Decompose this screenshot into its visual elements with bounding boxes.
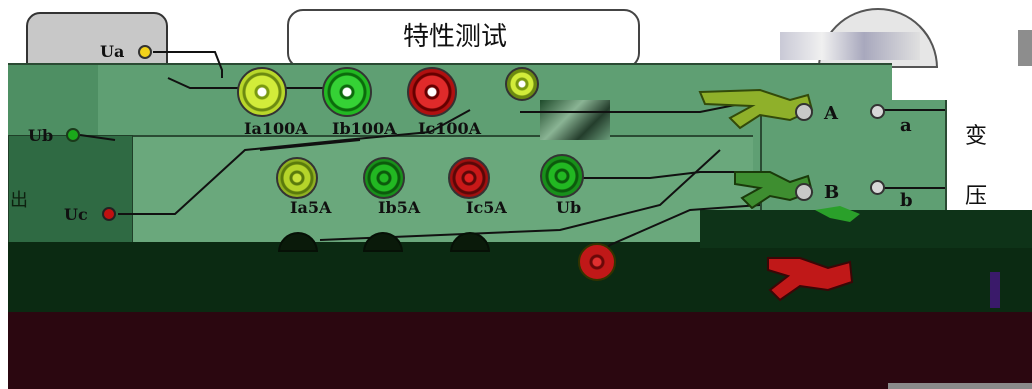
ib5a-label: Ib5A <box>378 198 421 217</box>
ub-input-terminal[interactable] <box>540 154 584 198</box>
terminal-B[interactable] <box>795 183 813 201</box>
ib100a-terminal[interactable] <box>322 67 372 117</box>
lower-red-terminal[interactable] <box>578 243 616 281</box>
ia5a-label: Ia5A <box>290 198 332 217</box>
primary-B-label: B <box>824 182 840 203</box>
ub-input-label: Ub <box>556 198 582 217</box>
maroon-band <box>8 312 1032 389</box>
secondary-a-label: a <box>900 115 912 136</box>
ib5a-terminal[interactable] <box>363 157 405 199</box>
terminal-A[interactable] <box>795 103 813 121</box>
terminal-b[interactable] <box>870 180 885 195</box>
ua-label: Ua <box>100 42 125 61</box>
ia100a-label: Ia100A <box>244 119 308 138</box>
uc-label: Uc <box>64 205 88 224</box>
ia5a-terminal[interactable] <box>276 157 318 199</box>
ic5a-terminal[interactable] <box>448 157 490 199</box>
deep-green-band <box>8 242 1032 312</box>
ia100a-terminal[interactable] <box>237 67 287 117</box>
bottom-right-strip <box>888 383 1032 389</box>
noise-patch <box>540 100 610 140</box>
ub-output-terminal[interactable] <box>66 128 80 142</box>
clamp-a[interactable] <box>698 88 814 130</box>
clamp-b[interactable] <box>734 171 814 210</box>
ua-output-terminal[interactable] <box>138 45 152 59</box>
dark-green-band-right <box>700 210 1032 248</box>
aux-terminal[interactable] <box>505 67 539 101</box>
title-box <box>287 9 640 69</box>
side-label-char: 出 <box>10 190 28 211</box>
right-edge-tab <box>1018 30 1032 66</box>
terminal-a[interactable] <box>870 104 885 119</box>
clamp-green-small[interactable] <box>815 206 860 222</box>
page-title: 特性测试 <box>403 22 508 52</box>
purple-marker <box>990 272 1000 308</box>
transformer-label-char-2: 压 <box>965 184 988 209</box>
ic5a-label: Ic5A <box>466 198 507 217</box>
right-blur-strip <box>780 32 920 60</box>
secondary-b-label: b <box>900 190 913 211</box>
ub-label: Ub <box>28 126 54 145</box>
ic100a-terminal[interactable] <box>407 67 457 117</box>
clamp-red[interactable] <box>767 257 854 302</box>
left-inner-panel <box>8 135 133 245</box>
uc-output-terminal[interactable] <box>102 207 116 221</box>
ic100a-label: Ic100A <box>418 119 482 138</box>
primary-A-label: A <box>824 103 838 124</box>
ib100a-label: Ib100A <box>332 119 397 138</box>
transformer-label-char-1: 变 <box>965 124 988 149</box>
